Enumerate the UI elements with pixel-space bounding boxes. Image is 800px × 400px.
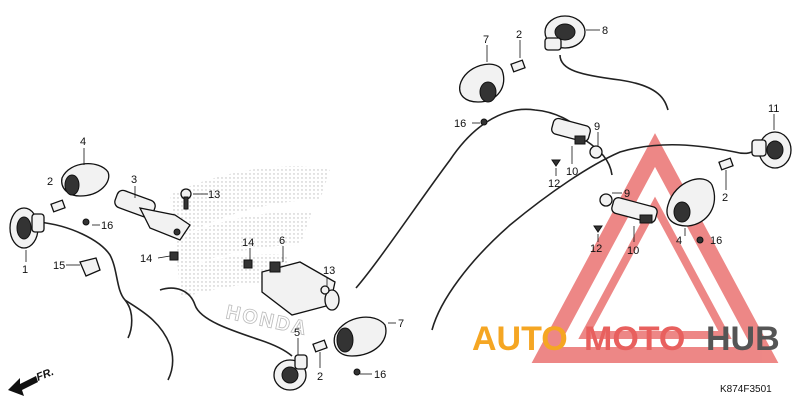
watermark-word-auto: AUTO [472, 320, 568, 358]
part-screw-center [480, 118, 488, 126]
part-plate-rear-upper [510, 59, 526, 73]
part-plate-right [718, 157, 734, 171]
callout-12a: 12 [548, 178, 560, 190]
callout-4b: 4 [676, 235, 682, 247]
front-arrow-icon [8, 376, 38, 396]
callout-2d: 2 [722, 192, 728, 204]
part-turn-signal-front-left [9, 207, 45, 249]
watermark-logo [531, 133, 779, 363]
callout-14a: 14 [140, 253, 152, 265]
part-screw-right [696, 236, 704, 244]
callout-1: 1 [22, 264, 28, 276]
callout-2a: 2 [47, 176, 53, 188]
part-plate-rear-left [312, 339, 328, 353]
watermark-word-moto: MOTO [584, 320, 685, 358]
part-plate-front-left [50, 199, 66, 213]
part-bulb-right [599, 193, 613, 207]
callout-12b: 12 [590, 243, 602, 255]
watermark-word-hub: HUB [706, 320, 780, 358]
part-grommet-right [593, 225, 603, 233]
part-bolt-upper [180, 188, 192, 210]
callout-10b: 10 [627, 245, 639, 257]
part-socket-assembly [261, 261, 340, 316]
callout-6: 6 [279, 235, 285, 247]
callout-10a: 10 [566, 166, 578, 178]
direction-label: FR. [35, 366, 56, 384]
callout-5: 5 [294, 327, 300, 339]
callout-15: 15 [53, 260, 65, 272]
callout-16d: 16 [710, 235, 722, 247]
part-socket-right [611, 197, 658, 224]
watermark-text: AUTO MOTO HUB [472, 320, 780, 358]
part-nut-center [243, 259, 253, 269]
part-lens-rear-left [333, 316, 387, 357]
callout-16c: 16 [454, 118, 466, 130]
callout-13b: 13 [323, 265, 335, 277]
part-screw-bottom [353, 368, 361, 376]
part-clip [79, 257, 101, 277]
part-screw-left [82, 218, 90, 226]
callout-13a: 13 [208, 189, 220, 201]
part-bolt-center [320, 285, 330, 295]
direction-indicator: FR. [8, 366, 56, 396]
callout-2c: 2 [516, 29, 522, 41]
drawing-code: K874F3501 [720, 384, 772, 395]
callout-16b: 16 [374, 369, 386, 381]
part-nut-left [169, 251, 179, 261]
part-grommet-center [551, 159, 561, 167]
part-lens-front-left [61, 162, 110, 197]
part-lens-rear-right [666, 178, 716, 227]
callout-16a: 16 [101, 220, 113, 232]
part-turn-signal-rear-left [273, 354, 308, 391]
callout-9a: 9 [594, 121, 600, 133]
callout-9b: 9 [624, 188, 630, 200]
callout-7a: 7 [483, 34, 489, 46]
callout-numbers: 1 2 3 4 13 14 15 16 14 6 13 7 5 2 16 7 2… [22, 25, 779, 383]
callout-2b: 2 [317, 371, 323, 383]
part-turn-signal-right [751, 131, 792, 169]
part-bracket [114, 189, 191, 241]
callout-3: 3 [131, 174, 137, 186]
leader-lines [25, 29, 775, 375]
part-lens-rear-upper [459, 63, 505, 103]
callout-11: 11 [768, 103, 779, 115]
part-turn-signal-rear-upper [544, 15, 586, 51]
callout-7b: 7 [398, 318, 404, 330]
wiring-harness [37, 54, 761, 381]
callout-8: 8 [602, 25, 608, 37]
callout-4a: 4 [80, 136, 86, 148]
callout-14b: 14 [242, 237, 254, 249]
part-socket-center [551, 117, 591, 145]
part-bulb-center [589, 145, 603, 159]
